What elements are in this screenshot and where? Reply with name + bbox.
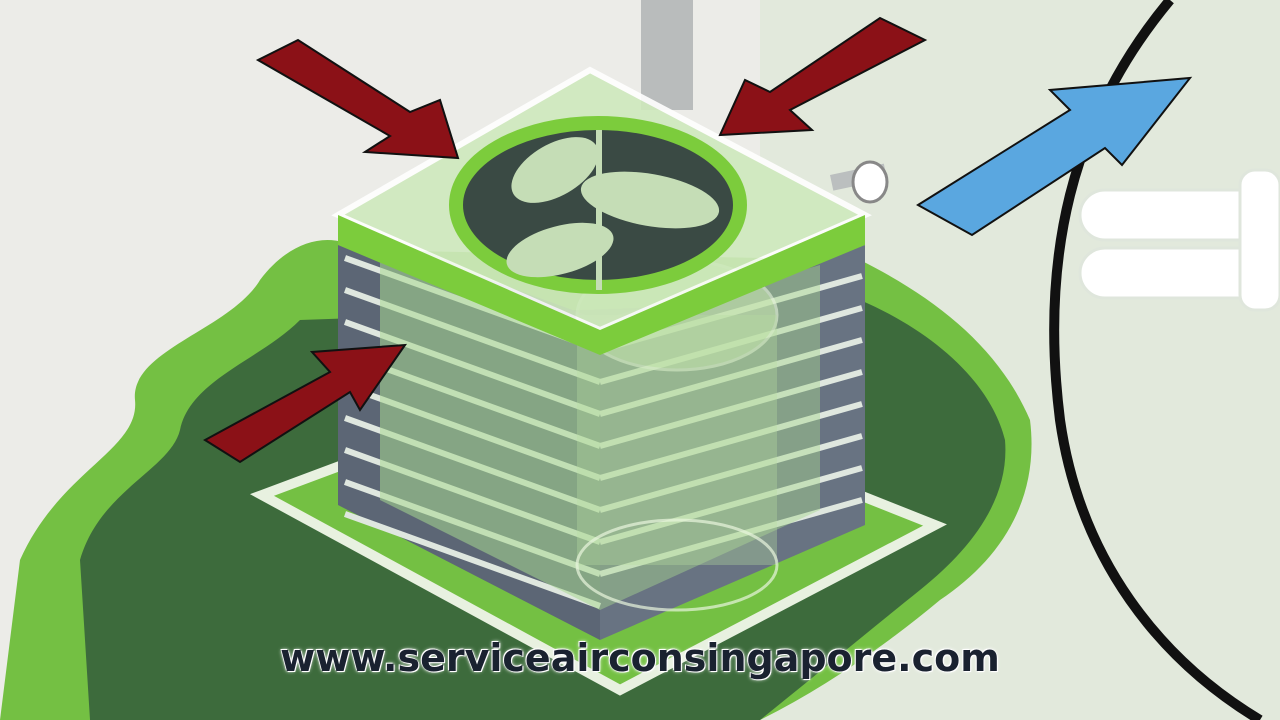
vertical-pipe (641, 0, 693, 110)
glass-overlay-front (380, 250, 600, 610)
zoom-pipes (1078, 168, 1280, 312)
blue-arrow-icon (916, 76, 1193, 237)
website-url-caption: www.serviceairconsingapore.com (280, 636, 1000, 680)
unit-top-rim (338, 215, 865, 355)
compressor-body (577, 315, 777, 565)
red-arrow-icon (203, 343, 408, 464)
red-arrow-icon (718, 16, 928, 137)
red-arrow-icon (255, 38, 460, 160)
compressor-bottom (575, 518, 779, 612)
connector-cap (851, 160, 889, 204)
fan-icon (506, 130, 720, 290)
